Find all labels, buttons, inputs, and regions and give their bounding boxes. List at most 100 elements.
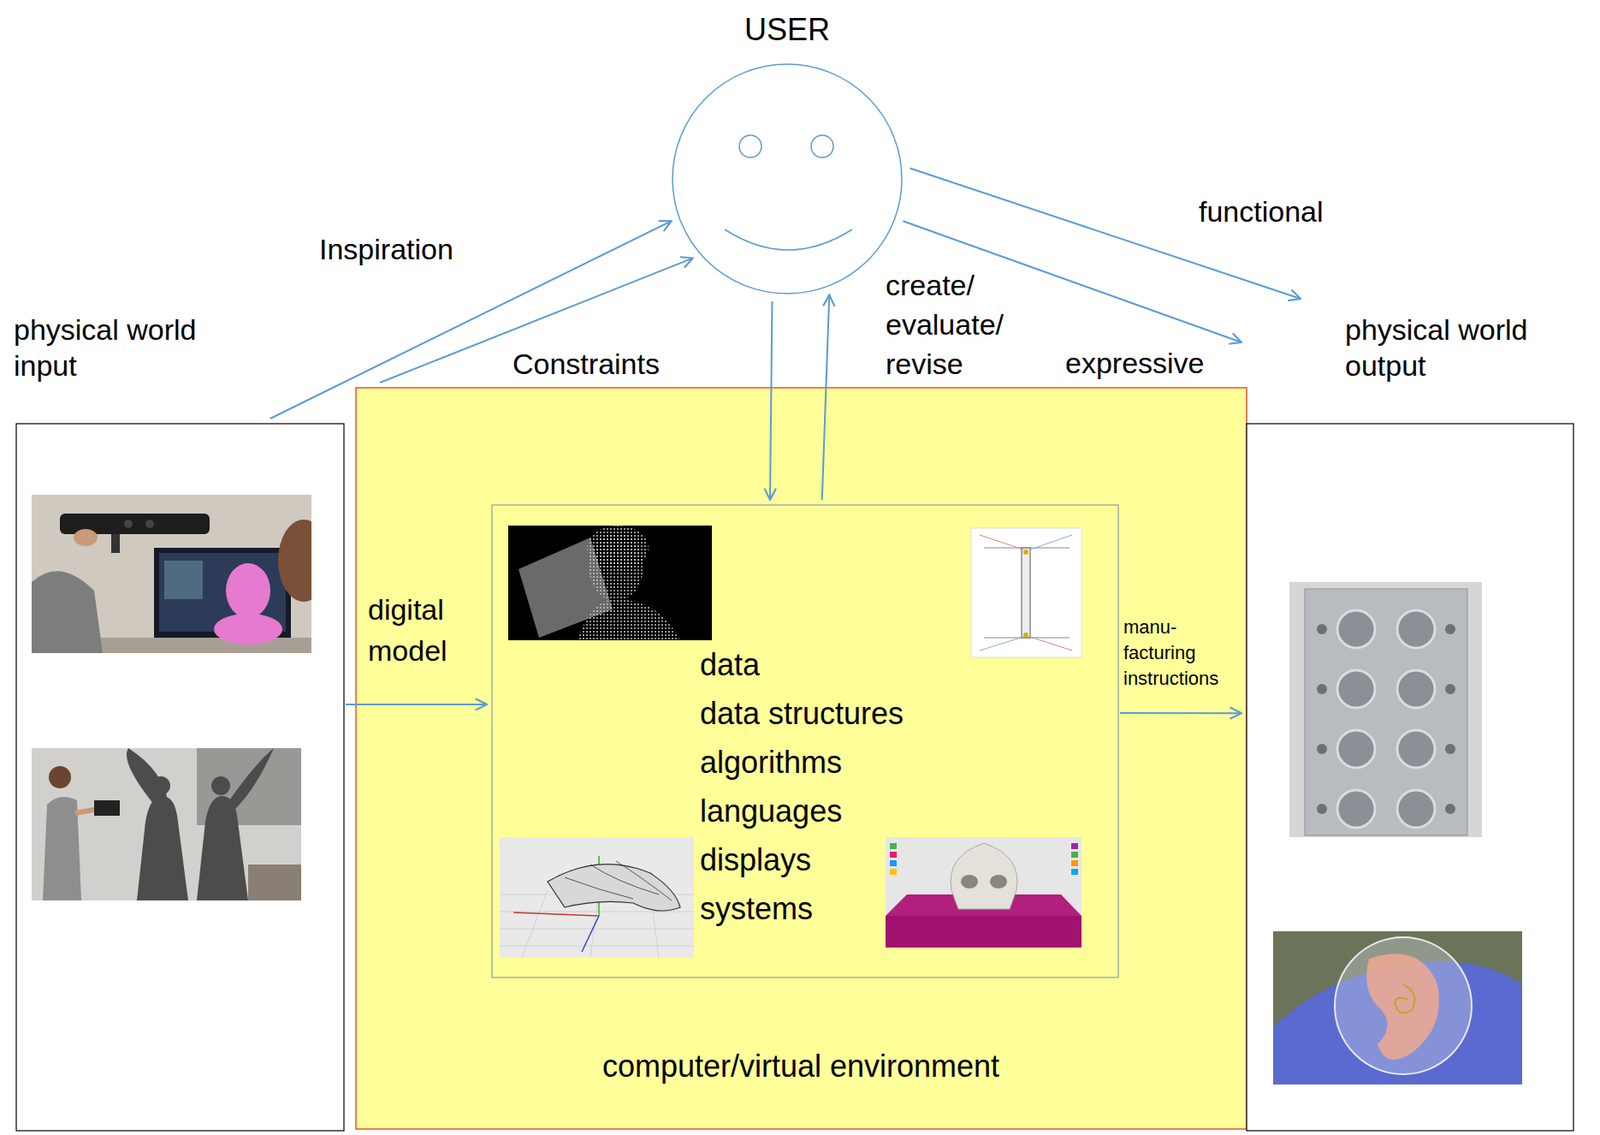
engine-head-photo	[1445, 743, 1456, 754]
statue-scan-photo	[229, 747, 274, 809]
engine-head-photo	[1445, 683, 1456, 694]
statue-scan-photo	[31, 747, 302, 901]
skull-model	[885, 836, 1082, 948]
engine-head-photo	[1337, 789, 1375, 828]
skull-model	[960, 874, 978, 889]
wireframe-wing	[499, 911, 694, 913]
flow-arrow	[1120, 711, 1242, 714]
statue-scan-photo	[248, 864, 302, 901]
smiley-face	[724, 229, 853, 250]
printed-ear-photo	[1273, 930, 1523, 1085]
smiley-face	[739, 135, 762, 158]
edge-label: Inspiration	[319, 232, 454, 267]
engine-head-photo	[1337, 729, 1375, 768]
i-beam-diagram	[1030, 534, 1073, 550]
wireframe-wing	[499, 928, 694, 930]
flow-arrow	[270, 220, 672, 419]
flow-arrow	[345, 703, 487, 706]
wireframe-wing	[499, 945, 694, 947]
point-cloud-image	[577, 598, 681, 640]
list-item: displays	[699, 835, 812, 884]
edge-label: functional	[1198, 195, 1324, 229]
printed-ear-photo	[1366, 953, 1440, 1060]
flow-arrow	[822, 294, 830, 500]
engine-head-photo	[1289, 581, 1482, 837]
printed-ear-photo	[1334, 936, 1472, 1074]
environment-box: datadata structuresalgorithmslanguagesdi…	[355, 387, 1247, 1129]
i-beam-diagram	[979, 636, 1024, 651]
printed-ear-photo	[1394, 983, 1415, 1014]
i-beam-diagram	[1021, 547, 1031, 638]
engine-head-photo	[1397, 729, 1435, 768]
output-panel: physical world output	[1246, 303, 1574, 1131]
point-cloud-image	[588, 532, 644, 601]
engine-head-photo	[1337, 669, 1375, 708]
engine-head-photo	[1316, 623, 1328, 635]
engine-head-photo	[1337, 610, 1375, 648]
engine-head-photo	[1316, 683, 1328, 694]
skull-model	[889, 842, 897, 849]
statue-scan-photo	[48, 765, 72, 789]
skull-model	[1071, 842, 1079, 849]
scanner-photo	[31, 570, 103, 653]
skull-model	[889, 859, 897, 866]
smiley-face	[724, 135, 853, 250]
flow-arrow	[379, 258, 694, 383]
engine-head-photo	[1289, 581, 1482, 837]
edge-label: create/ evaluate/ revise	[885, 265, 1049, 384]
skull-model	[889, 851, 897, 858]
skull-model	[1071, 868, 1079, 875]
wireframe-wing	[499, 836, 694, 958]
environment-caption: computer/virtual environment	[602, 1048, 1000, 1084]
scanner-photo	[31, 494, 312, 653]
skull-model	[1071, 859, 1079, 866]
user-outline	[672, 64, 902, 294]
skull-model	[1071, 851, 1079, 858]
scanner-photo	[145, 519, 155, 528]
user-heading: USER	[744, 11, 830, 48]
skull-model	[885, 915, 1082, 948]
i-beam-diagram	[1023, 549, 1029, 555]
smiley-face	[811, 135, 834, 158]
engine-head-photo	[1445, 623, 1456, 635]
wireframe-wing	[513, 912, 599, 916]
panel-heading: physical world input	[13, 311, 237, 384]
scanner-photo	[124, 519, 133, 528]
scanner-photo	[73, 528, 98, 546]
i-beam-diagram	[1030, 636, 1073, 651]
list-item: algorithms	[699, 737, 842, 787]
skull-model	[885, 836, 1082, 948]
wireframe-wing	[564, 860, 672, 901]
statue-scan-photo	[31, 747, 302, 901]
scanner-photo	[164, 560, 203, 599]
list-item: data	[699, 640, 760, 689]
statue-scan-photo	[196, 795, 249, 901]
skull-model	[950, 842, 1018, 909]
scanner-photo	[31, 494, 312, 653]
skull-model	[989, 874, 1008, 889]
engine-head-photo	[1397, 669, 1435, 708]
scanner-photo	[111, 532, 120, 553]
environment-box-outline	[355, 387, 1247, 1129]
flow-arrow	[770, 301, 772, 500]
engine-head-photo	[1316, 803, 1328, 814]
wireframe-wing	[581, 915, 599, 952]
point-cloud-image	[508, 525, 712, 640]
model-box-outline	[491, 504, 1119, 978]
engine-head-photo	[1397, 610, 1435, 648]
user-circle: USER	[672, 64, 902, 294]
printed-ear-photo	[1273, 930, 1523, 1085]
input-panel-outline	[16, 423, 344, 1131]
engine-head-photo	[1316, 743, 1328, 754]
scanner-photo	[225, 562, 271, 618]
point-cloud-image	[508, 525, 712, 640]
output-panel-outline	[1246, 423, 1574, 1131]
edge-label: digital model	[367, 588, 488, 671]
input-panel: physical world input	[16, 423, 344, 1131]
list-item: languages	[699, 786, 842, 836]
engine-head-photo	[1397, 789, 1435, 828]
panel-heading: physical world output	[1345, 311, 1585, 384]
